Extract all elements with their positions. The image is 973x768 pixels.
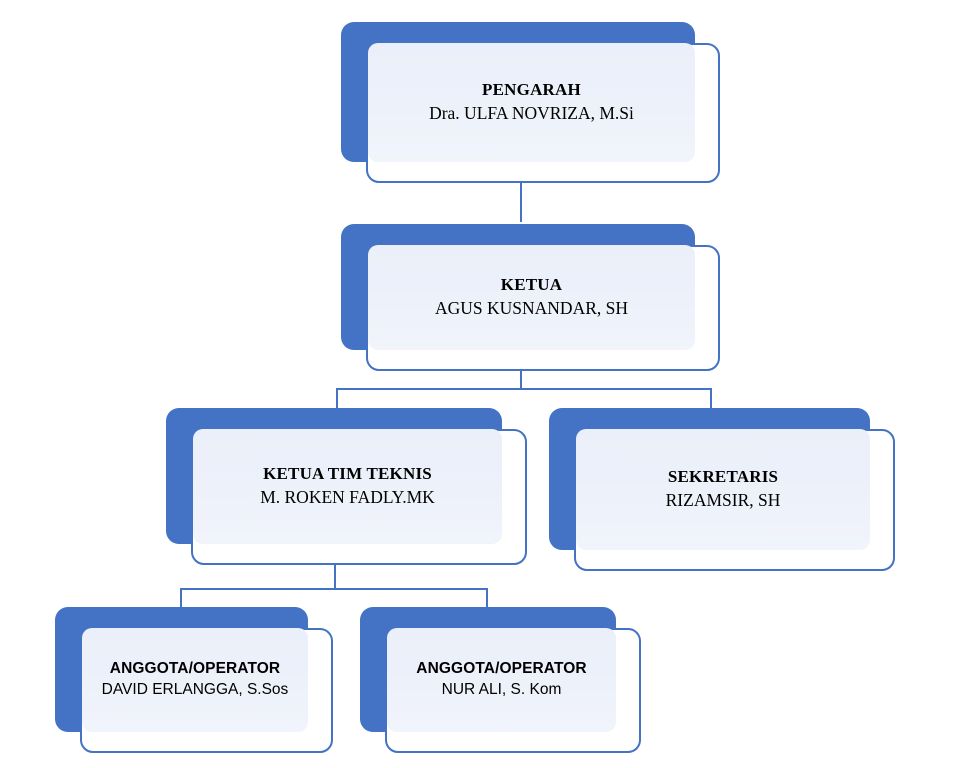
node-name: NUR ALI, S. Kom (441, 681, 562, 698)
org-node-ketua-tim-teknis[interactable]: KETUA TIM TEKNIS M. ROKEN FADLY.MK (166, 408, 527, 565)
node-title: ANGGOTA/OPERATOR (109, 660, 281, 678)
org-node-ketua[interactable]: KETUA AGUS KUSNANDAR, SH (341, 224, 720, 371)
org-node-anggota-1[interactable]: ANGGOTA/OPERATOR DAVID ERLANGGA, S.Sos (55, 607, 333, 753)
node-panel: ANGGOTA/OPERATOR DAVID ERLANGGA, S.Sos (82, 628, 308, 732)
org-node-anggota-2[interactable]: ANGGOTA/OPERATOR NUR ALI, S. Kom (360, 607, 641, 753)
connector-ketua-drop-left (336, 388, 338, 409)
node-panel: PENGARAH Dra. ULFA NOVRIZA, M.Si (368, 43, 695, 162)
connector-pengarah-to-ketua (520, 160, 522, 222)
node-name: M. ROKEN FADLY.MK (260, 487, 435, 508)
node-name: Dra. ULFA NOVRIZA, M.Si (429, 103, 634, 124)
connector-ketua-bar (336, 388, 712, 390)
connector-tim-teknis-bar (180, 588, 488, 590)
connector-tim-teknis-drop-left (180, 588, 182, 609)
node-name: RIZAMSIR, SH (665, 490, 781, 511)
node-title: KETUA TIM TEKNIS (263, 464, 432, 484)
node-panel: KETUA TIM TEKNIS M. ROKEN FADLY.MK (193, 429, 502, 544)
org-node-sekretaris[interactable]: SEKRETARIS RIZAMSIR, SH (549, 408, 895, 571)
org-node-pengarah[interactable]: PENGARAH Dra. ULFA NOVRIZA, M.Si (341, 22, 720, 183)
node-title: PENGARAH (482, 80, 581, 100)
connector-tim-teknis-drop-right (486, 588, 488, 609)
node-title: SEKRETARIS (667, 467, 779, 487)
node-name: AGUS KUSNANDAR, SH (434, 298, 628, 319)
node-panel: SEKRETARIS RIZAMSIR, SH (576, 429, 870, 550)
connector-ketua-drop-right (710, 388, 712, 409)
node-name: DAVID ERLANGGA, S.Sos (101, 681, 289, 698)
node-panel: KETUA AGUS KUSNANDAR, SH (368, 245, 695, 350)
node-title: KETUA (500, 275, 563, 295)
node-panel: ANGGOTA/OPERATOR NUR ALI, S. Kom (387, 628, 616, 732)
connector-tim-teknis-stem (334, 545, 336, 590)
node-title: ANGGOTA/OPERATOR (416, 660, 587, 678)
